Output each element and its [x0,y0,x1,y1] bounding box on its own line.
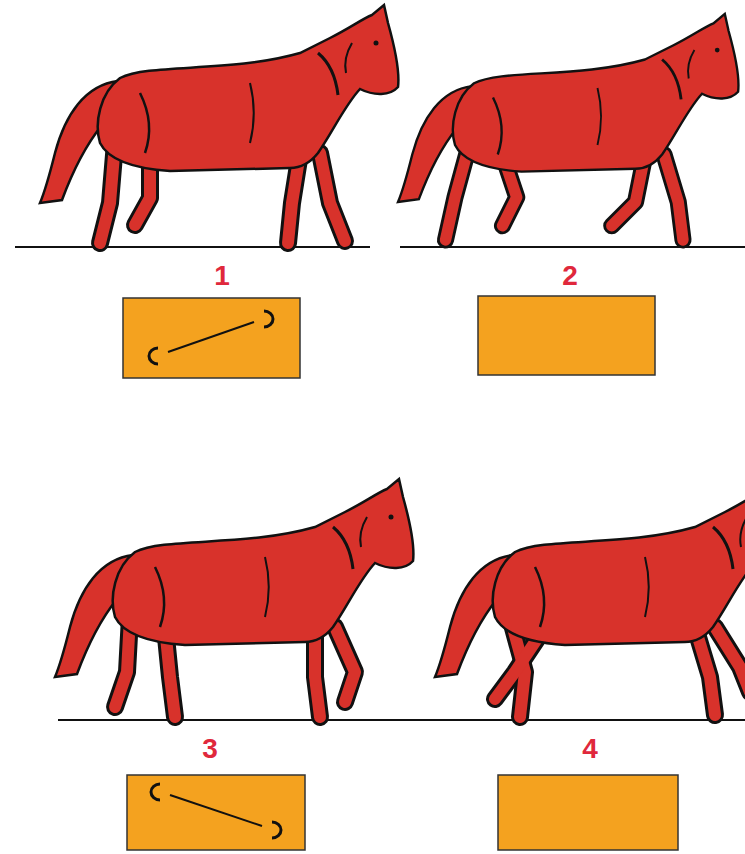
footfall-panel [127,775,305,850]
callout-number: 1 [214,262,230,290]
horseshoe-symbol [151,784,281,838]
footfall-panel [123,298,300,378]
horse-figure [40,5,398,243]
callout-number: 3 [202,735,218,763]
footfall-panel [478,296,655,375]
horse-figure [435,479,745,717]
horseshoe-symbol [149,311,273,364]
callout-number: 2 [562,262,578,290]
ground-line [400,246,745,248]
callout-number: 4 [582,735,598,763]
footfall-panel [498,775,678,850]
horse-figure [398,14,739,240]
ground-line [58,719,745,721]
horse-figure [55,479,413,717]
ground-line [15,246,370,248]
